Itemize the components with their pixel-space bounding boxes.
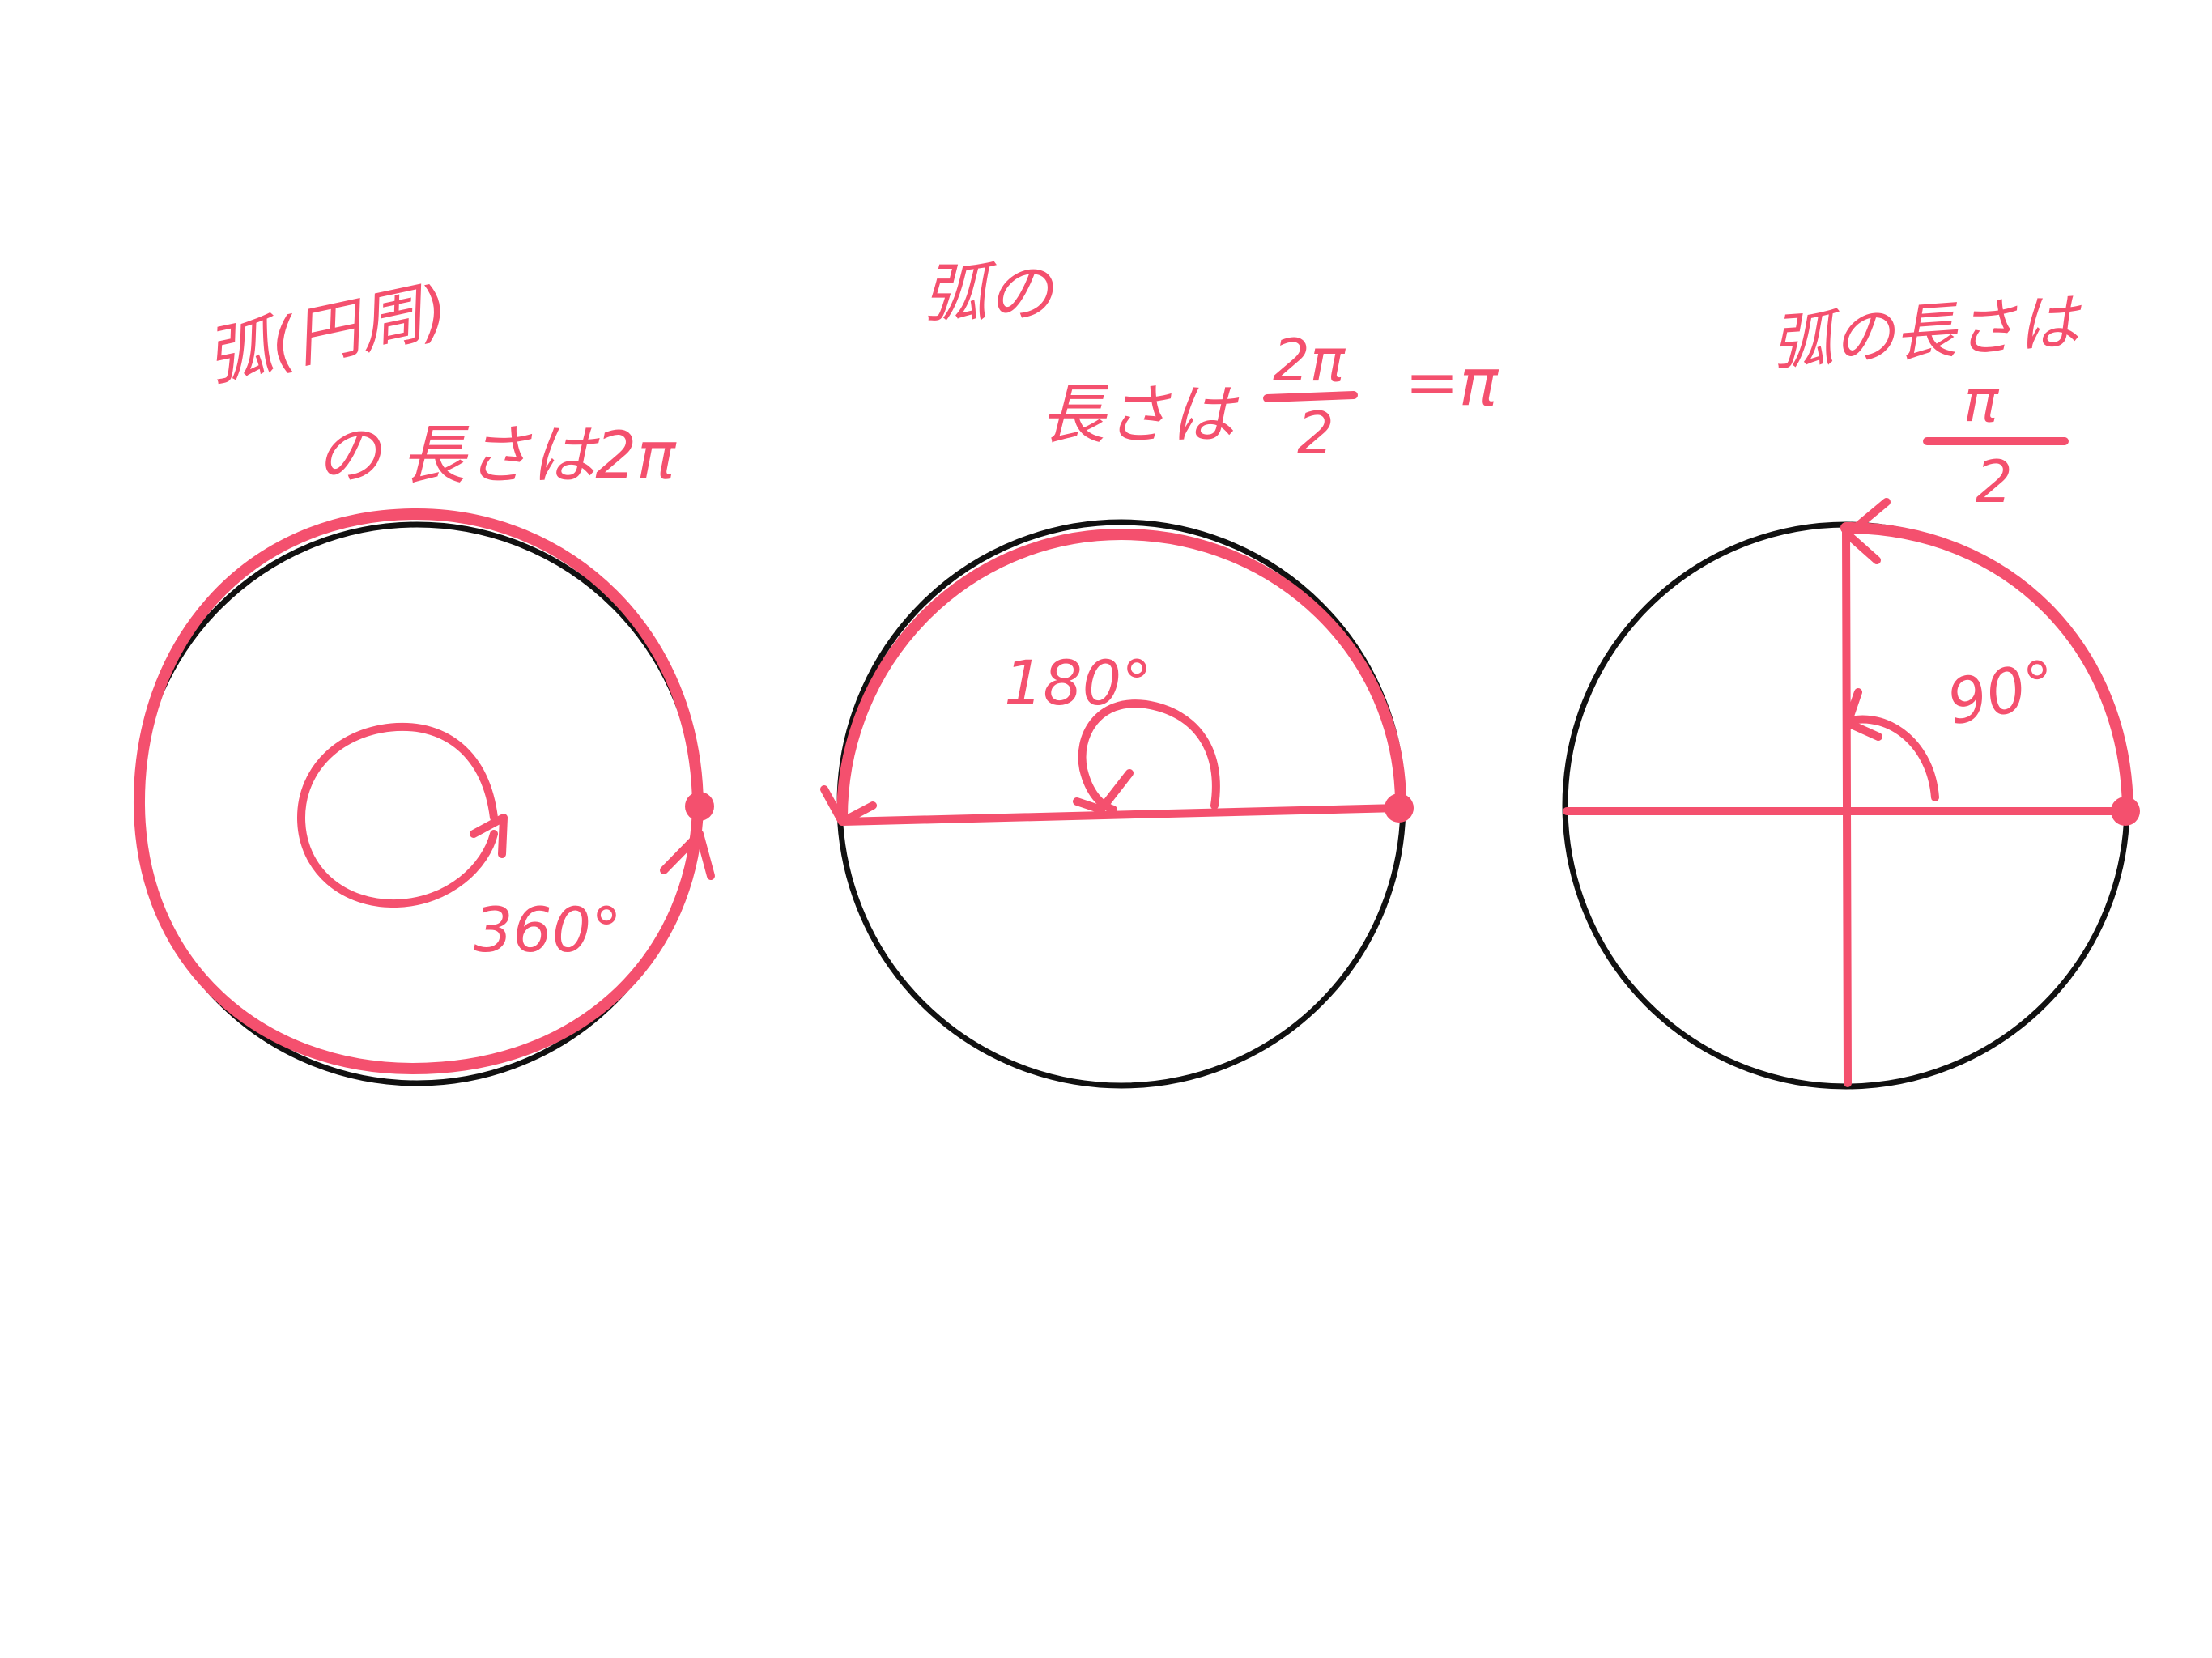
circle-2-arc-highlight (836, 529, 1406, 823)
circle-3-caption-line1: 弧の長さは (1769, 285, 2086, 379)
circle-1-arc-highlight (133, 508, 704, 1074)
circle-2-end-arrow-icon (820, 785, 877, 826)
circle-3-angle-label: 90° (1941, 646, 2062, 739)
circle-2-diameter (838, 804, 1403, 826)
circle-2-fraction-numerator: 2π (1273, 326, 1346, 394)
circle-2-caption-line1: 弧の (923, 256, 1056, 331)
circle-1-rim-arrow-icon (660, 830, 715, 880)
circle-2-angle-label: 180° (1004, 647, 1152, 719)
circle-3-start-dot (2111, 797, 2140, 826)
panel-quarter-circle: 90° 弧の長さは π 2 (1562, 285, 2140, 1090)
circle-1-caption-line1: 弧(円周) (200, 271, 455, 396)
panel-full-circle: 360° 弧(円周) の 長さは2π (133, 271, 715, 1086)
circle-2-equals-result: =π (1405, 345, 1499, 420)
circle-2-angle-arc (1078, 699, 1220, 814)
circle-2-fraction-bar (1263, 391, 1358, 402)
circle-3-angle-arc (1846, 715, 1939, 801)
circle-2-caption-line2: 長さは (1040, 377, 1240, 453)
circle-3-angle-arrow-icon (1844, 688, 1882, 741)
circle-3-arc-highlight (1840, 522, 2133, 815)
circle-3-fraction-denominator: 2 (1976, 448, 2013, 516)
circle-3-vertical-axis (1842, 524, 1852, 1087)
circle-3-fraction-numerator: π (1963, 367, 2000, 435)
panel-half-circle: 180° 弧の 長さは 2π 2 =π (820, 256, 1499, 1089)
circle-2-fraction-denominator: 2 (1297, 399, 1334, 467)
circle-2-start-dot (1385, 793, 1414, 823)
circle-2-angle-arrow-icon (1073, 769, 1134, 814)
circle-1-start-dot (685, 792, 714, 821)
circle-1-caption-line2: の 長さは2π (316, 418, 677, 493)
circle-1-angle-label: 360° (474, 894, 622, 966)
circle-1-rotation-arrow-icon (470, 814, 508, 858)
circle-1-rotation-indicator (297, 722, 498, 908)
circle-3-end-arrow-icon (1844, 498, 1891, 564)
